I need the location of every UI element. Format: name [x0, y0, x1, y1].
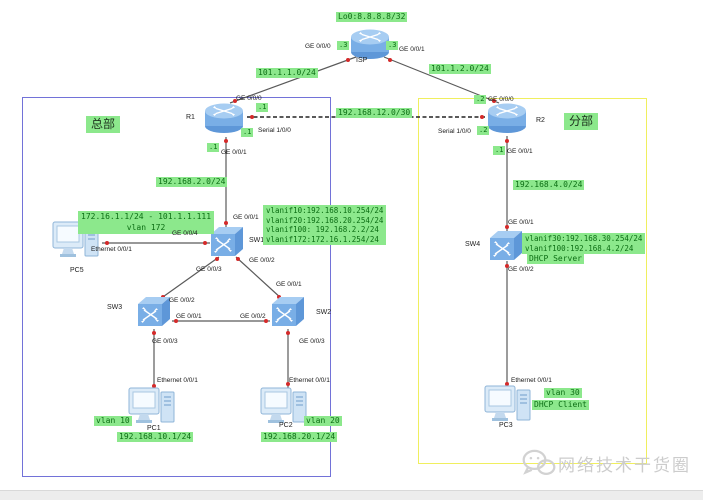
- pc2-ip-label: 192.168.20.1/24: [261, 432, 338, 442]
- sw3-right-port-label: GE 0/0/1: [176, 313, 202, 320]
- pc5-note-label: 172.16.1.1/24 - 101.1.1.111 vlan 172: [78, 211, 215, 234]
- r2-serial-ip-num: .2: [477, 126, 490, 135]
- sw4-vlanif-box: vlanif30:192.168.30.254/24 vlanif100:192…: [522, 233, 646, 254]
- r1-bottom-ip-num: .1: [207, 143, 220, 152]
- isp-loopback-label: Lo0:8.8.8.8/32: [336, 12, 408, 22]
- pc3-vlan-label: vlan 30: [544, 388, 582, 398]
- sw4-role-label: DHCP Server: [527, 254, 584, 264]
- sw4-vlanif-line: vlanif100:192.168.4.2/24: [525, 243, 634, 253]
- switch-icon: [488, 230, 524, 262]
- sw1-vlanif-box: vlanif10:192.168.10.254/24 vlanif20:192.…: [263, 205, 387, 245]
- r2-name-label: R2: [536, 117, 545, 124]
- sw2-name-label: SW2: [316, 309, 332, 316]
- r1-top-ip-num: .1: [256, 103, 269, 112]
- device-sw3[interactable]: [136, 296, 172, 328]
- sw1-vlanif-line: vlanif100: 192.168.2.2/24: [266, 225, 379, 234]
- sw4-vlanif-line: vlanif30:192.168.30.254/24: [525, 234, 643, 243]
- pc2-vlan-label: vlan 20: [304, 416, 342, 426]
- device-sw2[interactable]: [270, 296, 306, 328]
- pc1-ip-label: 192.168.10.1/24: [117, 432, 194, 442]
- r1-name-label: R1: [186, 114, 195, 121]
- pc5-name-label: PC5: [70, 267, 84, 274]
- serial-net-label: 192.168.12.0/30: [336, 108, 413, 118]
- sw4-name-label: SW4: [465, 241, 481, 248]
- sw1-vlanif-line: vlanif10:192.168.10.254/24: [266, 206, 384, 215]
- pc2-name-label: PC2: [279, 422, 293, 429]
- r1-bottom-port-label: GE 0/0/1: [221, 149, 247, 156]
- sw3-name-label: SW3: [107, 304, 123, 311]
- switch-icon: [209, 226, 245, 258]
- hq-region-title: 总部: [86, 116, 121, 133]
- isp-left-ip-num: .3: [337, 41, 350, 50]
- isp-right-ip-num: .3: [386, 41, 399, 50]
- switch-icon: [136, 296, 172, 328]
- hq-region-box: [22, 97, 331, 477]
- watermark-text: 网络技术干货圈: [558, 456, 691, 475]
- r1-serial-ip-num: .1: [241, 128, 254, 137]
- link-isp-r2-label: 101.1.2.0/24: [429, 64, 491, 74]
- isp-left-port-label: GE 0/0/0: [305, 43, 331, 50]
- pc1-name-label: PC1: [147, 425, 161, 432]
- device-r1[interactable]: [204, 102, 244, 134]
- isp-right-port-label: GE 0/0/1: [399, 46, 425, 53]
- r2-serial-port-label: Serial 1/0/0: [438, 128, 471, 135]
- sw2-bottom-port-label: GE 0/0/3: [299, 338, 325, 345]
- r2-bottom-ip-num: .1: [493, 146, 506, 155]
- sw2-left-port-label: GE 0/0/2: [240, 313, 266, 320]
- sw1-top-port-label: GE 0/0/1: [233, 214, 259, 221]
- pc5-note-line2: vlan 172: [126, 222, 166, 232]
- sw1-left-port-label: GE 0/0/4: [172, 230, 198, 237]
- sw1-vlanif-line: vlanif172:172.16.1.254/24: [266, 234, 379, 244]
- sw4-bottom-port-label: GE 0/0/2: [508, 266, 534, 273]
- link-isp-r1-label: 101.1.1.0/24: [256, 68, 318, 78]
- branch-net-label: 192.168.4.0/24: [513, 180, 585, 190]
- sw1-name-label: SW1: [249, 237, 265, 244]
- r1-serial-port-label: Serial 1/0/0: [258, 127, 291, 134]
- router-icon: [204, 102, 244, 134]
- pc3-role-label: DHCP Client: [532, 400, 589, 410]
- sw3-top-port-label: GE 0/0/2: [169, 297, 195, 304]
- device-sw4[interactable]: [488, 230, 524, 262]
- branch-region-box: [418, 98, 647, 464]
- r2-bottom-port-label: GE 0/0/1: [507, 148, 533, 155]
- sw4-top-port-label: GE 0/0/1: [508, 219, 534, 226]
- sw1-vlanif-line: vlanif20:192.168.20.254/24: [266, 215, 384, 225]
- pc3-name-label: PC3: [499, 422, 513, 429]
- isp-name-label: ISP: [356, 57, 368, 64]
- wechat-icon: [521, 448, 557, 479]
- r2-top-port-label: GE 0/0/0: [488, 96, 514, 103]
- r1-top-port-label: GE 0/0/0: [236, 95, 262, 102]
- sw2-top-port-label: GE 0/0/1: [276, 281, 302, 288]
- pc1-port-label: Ethernet 0/0/1: [157, 377, 198, 384]
- pc3-port-label: Ethernet 0/0/1: [511, 377, 552, 384]
- sw1-bottom-right-port-label: GE 0/0/2: [249, 257, 275, 264]
- sw1-bottom-left-port-label: GE 0/0/3: [196, 266, 222, 273]
- device-r2[interactable]: [487, 102, 527, 134]
- switch-icon: [270, 296, 306, 328]
- window-bottom-bar: [0, 490, 703, 500]
- router-icon: [487, 102, 527, 134]
- device-sw1[interactable]: [209, 226, 245, 258]
- branch-region-title: 分部: [564, 113, 599, 130]
- hq-net-label: 192.168.2.0/24: [156, 177, 228, 187]
- r2-top-ip-num: .2: [474, 95, 487, 104]
- pc5-note-line1: 172.16.1.1/24 - 101.1.1.111: [81, 212, 212, 221]
- pc2-port-label: Ethernet 0/0/1: [289, 377, 330, 384]
- sw3-bottom-port-label: GE 0/0/3: [152, 338, 178, 345]
- pc1-vlan-label: vlan 10: [94, 416, 132, 426]
- pc5-port-label: Ethernet 0/0/1: [91, 246, 132, 253]
